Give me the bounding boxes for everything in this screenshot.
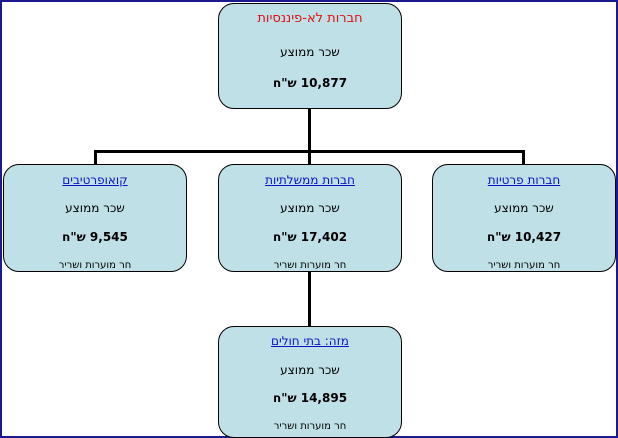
node-subtitle: שכר ממוצע (494, 201, 554, 215)
node-extra-text: חר מוערות ושריר (58, 260, 132, 271)
node-title-link[interactable]: חברות ממשלתיות (265, 173, 355, 187)
node-title-link[interactable]: קואופרטיבים (62, 173, 128, 187)
node-cooperatives: קואופרטיבים שכר ממוצע 9,545 ש"ח חר מוערו… (3, 164, 187, 272)
node-subtitle: שכר ממוצע (280, 45, 340, 59)
node-subtitle: שכר ממוצע (65, 201, 125, 215)
node-private-companies: חברות פרטיות שכר ממוצע 10,427 ש"ח חר מוע… (432, 164, 616, 272)
connector-right-down (522, 150, 525, 165)
node-title-link[interactable]: חברות פרטיות (487, 173, 561, 187)
connector-middle-to-grandchild (308, 271, 311, 327)
node-government-companies: חברות ממשלתיות שכר ממוצע 17,402 ש"ח חר מ… (218, 164, 402, 272)
node-value: 10,877 ש"ח (272, 76, 348, 90)
node-value: 17,402 ש"ח (272, 230, 348, 244)
node-hospitals: מזה: בתי חולים שכר ממוצע 14,895 ש"ח חר מ… (218, 326, 402, 438)
node-non-financial-companies: חברות לא-פיננסיות שכר ממוצע 10,877 ש"ח (218, 3, 402, 109)
node-extra-text: חר מוערות ושריר (273, 260, 347, 271)
node-value: 14,895 ש"ח (272, 391, 348, 405)
connector-root-down (308, 108, 311, 151)
node-subtitle: שכר ממוצע (280, 363, 340, 377)
node-value: 9,545 ש"ח (62, 230, 128, 244)
node-title: חברות לא-פיננסיות (257, 11, 363, 26)
connector-left-down (94, 150, 97, 165)
node-extra-text: חר מוערות ושריר (487, 260, 561, 271)
node-subtitle: שכר ממוצע (280, 201, 340, 215)
node-value: 10,427 ש"ח (486, 230, 562, 244)
node-title-link[interactable]: מזה: בתי חולים (271, 334, 349, 348)
connector-middle-down (308, 150, 311, 165)
node-extra-text: חר מוערות ושריר (273, 421, 347, 432)
